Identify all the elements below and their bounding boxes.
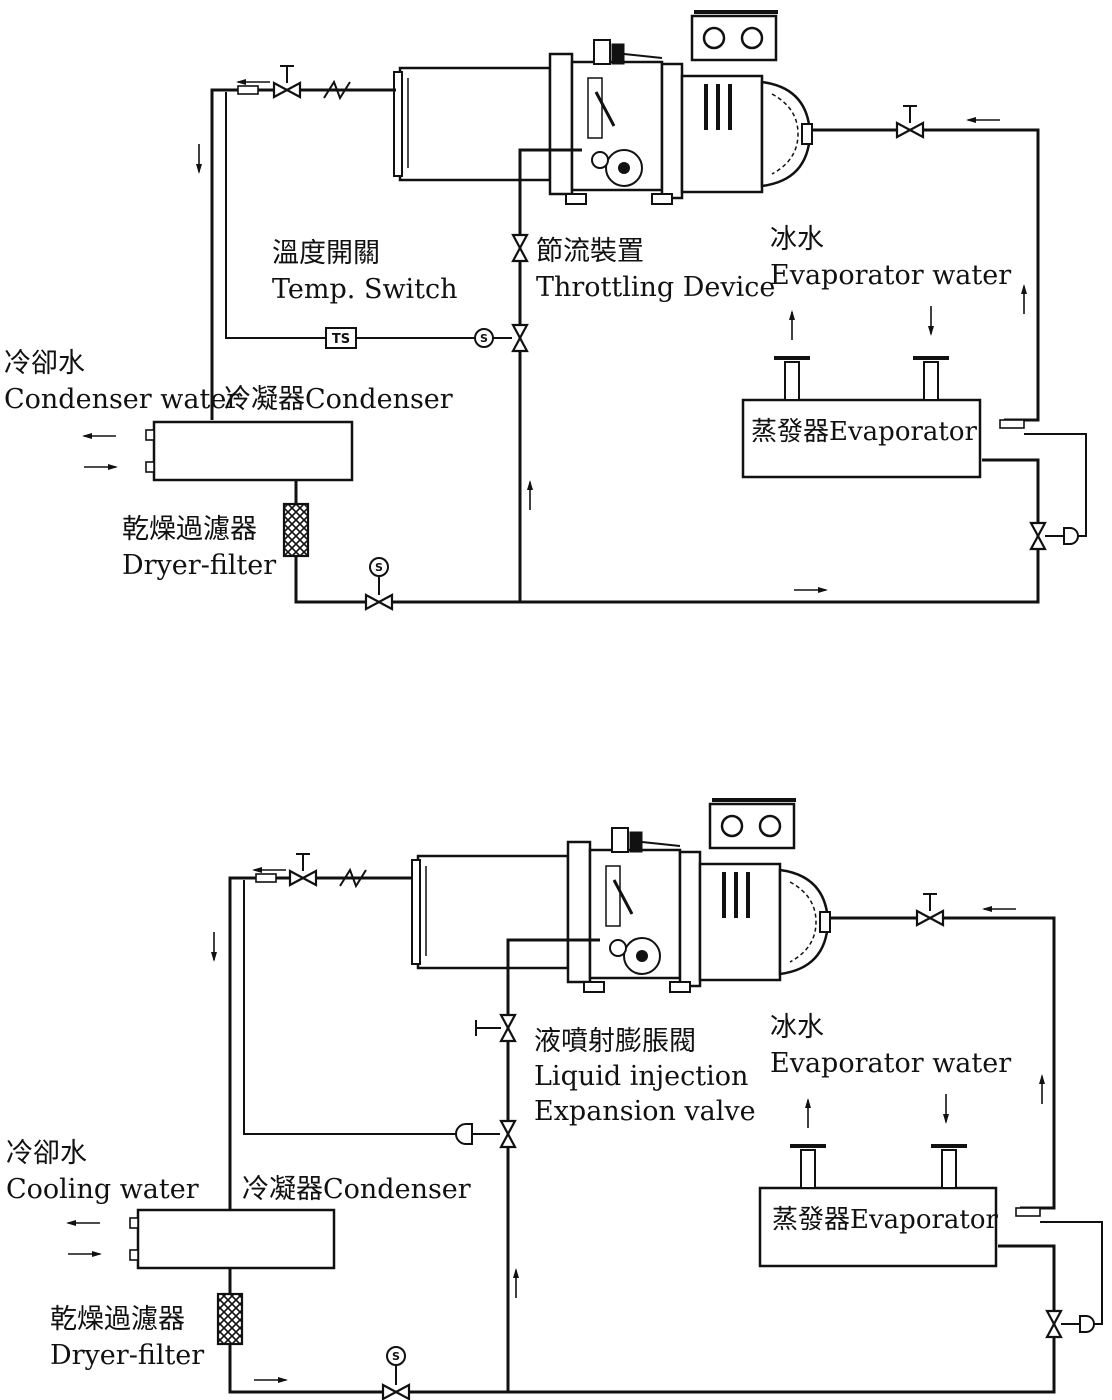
- check-valve-icon: [339, 867, 367, 889]
- evaporator-water-cn-label: 冰水: [770, 1012, 824, 1043]
- evaporator-water-en-label: Evaporator water: [770, 260, 1011, 291]
- suction-valve-icon: [895, 121, 925, 139]
- condenser-box: [136, 1208, 336, 1270]
- expansion-valve-icon: [499, 1119, 517, 1149]
- solenoid-shutoff-valve-icon: [511, 323, 529, 353]
- top-diagram: TS S S: [4, 10, 1087, 611]
- flow-arrow-icon: [927, 305, 935, 337]
- flow-arrow-icon: [793, 586, 829, 594]
- expansion-valve-en-label: Expansion valve: [534, 1096, 756, 1127]
- bottom-diagram: S 冷卻水 Cooling water 冷凝器Condenser 乾燥過濾器 D…: [6, 798, 1103, 1400]
- condenser-label: 冷凝器Condenser: [224, 384, 453, 415]
- flow-arrow-icon: [942, 1093, 950, 1125]
- dryer-filter-en-label: Dryer-filter: [122, 550, 276, 581]
- solenoid-symbol: S: [375, 561, 383, 574]
- temp-switch-line: [225, 92, 326, 339]
- throttling-valve-icon: [511, 233, 529, 263]
- flow-arrow-icon: [235, 78, 271, 86]
- suction-valve-icon: [915, 909, 945, 927]
- throttling-device-en-label: Throttling Device: [536, 272, 775, 303]
- temp-switch-cn-label: 溫度開關: [272, 238, 380, 269]
- flow-arrow-icon: [981, 905, 1017, 913]
- ts-symbol: TS: [332, 332, 350, 347]
- flow-arrow-icon: [512, 1267, 520, 1299]
- stop-valve-icon: [288, 869, 318, 887]
- expansion-valve-icon: [1045, 1309, 1063, 1339]
- condenser-water-cn-label: 冷卻水: [4, 348, 85, 379]
- flow-arrow-icon: [1038, 1073, 1046, 1105]
- flow-arrow-icon: [526, 479, 534, 511]
- throttling-device-cn-label: 節流裝置: [536, 236, 644, 267]
- dryer-filter-en-label: Dryer-filter: [50, 1340, 204, 1371]
- dryer-filter-icon: [216, 1292, 244, 1346]
- flow-arrow-icon: [83, 463, 119, 471]
- flow-arrow-icon: [788, 309, 796, 341]
- sensing-bulb-line: [243, 880, 456, 1135]
- flow-arrow-icon: [253, 1376, 289, 1384]
- liquid-injection-cn-label: 液噴射膨脹閥: [534, 1026, 696, 1057]
- liquid-pipe: [228, 1244, 1056, 1394]
- temp-switch-en-label: Temp. Switch: [272, 274, 458, 305]
- dryer-filter-cn-label: 乾燥過濾器: [122, 514, 257, 545]
- cooling-water-cn-label: 冷卻水: [6, 1138, 87, 1169]
- liquid-injection-pipe: [506, 938, 600, 1392]
- condenser-label: 冷凝器Condenser: [242, 1174, 471, 1205]
- discharge-pipe: [210, 88, 396, 420]
- condenser-box: [152, 420, 354, 482]
- evaporator-label: 蒸發器Evaporator: [772, 1205, 998, 1235]
- condenser-water-en-label: Condenser water: [4, 384, 239, 415]
- screw-compressor-icon: [410, 798, 832, 994]
- liquid-injection-pipe: [518, 148, 582, 602]
- flow-arrow-icon: [251, 866, 287, 874]
- sensing-bulb-icon: [455, 1123, 473, 1145]
- flow-arrow-icon: [1020, 283, 1028, 315]
- dryer-filter-cn-label: 乾燥過濾器: [50, 1304, 185, 1335]
- flow-arrow-icon: [965, 116, 1001, 124]
- evaporator-box: [741, 398, 982, 479]
- flow-arrow-icon: [210, 931, 218, 963]
- evaporator-box: [758, 1186, 998, 1268]
- flow-arrow-icon: [804, 1097, 812, 1129]
- evaporator-water-cn-label: 冰水: [770, 224, 824, 255]
- evaporator-water-en-label: Evaporator water: [770, 1048, 1011, 1079]
- liquid-injection-en-label: Liquid injection: [534, 1061, 748, 1092]
- solenoid-symbol: S: [480, 332, 488, 345]
- flow-arrow-icon: [65, 1219, 101, 1227]
- discharge-pipe: [228, 876, 412, 1210]
- evaporator-label: 蒸發器Evaporator: [751, 417, 977, 447]
- flow-arrow-icon: [67, 1250, 103, 1258]
- stop-valve-icon: [499, 1013, 517, 1043]
- solenoid-symbol: S: [392, 1350, 400, 1363]
- check-valve-icon: [323, 79, 351, 101]
- dryer-filter-icon: [282, 502, 310, 558]
- solenoid-valve-icon: [381, 1383, 411, 1400]
- flow-arrow-icon: [81, 432, 117, 440]
- stop-valve-icon: [272, 81, 302, 99]
- flow-arrow-icon: [195, 143, 203, 175]
- screw-compressor-icon: [392, 10, 814, 206]
- solenoid-valve-icon: [364, 593, 394, 611]
- cooling-water-en-label: Cooling water: [6, 1174, 199, 1205]
- expansion-valve-icon: [1029, 521, 1047, 551]
- liquid-pipe: [294, 458, 1040, 604]
